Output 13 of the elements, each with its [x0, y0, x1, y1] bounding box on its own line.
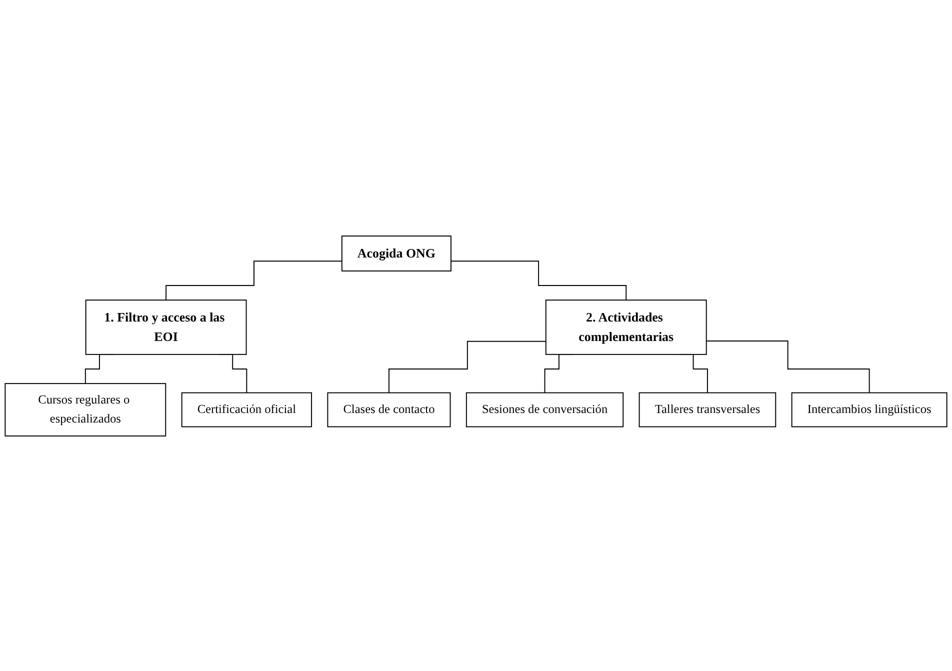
connector: [388, 340, 546, 393]
node-box: Cursos regulares o especializados: [4, 382, 166, 436]
node-box: Acogida ONG: [341, 235, 452, 271]
node-box: Sesiones de conversación: [466, 392, 624, 427]
connector: [166, 260, 342, 300]
node-box: 1. Filtro y acceso a las EOI: [85, 299, 247, 354]
node-box: Certificación oficial: [181, 392, 312, 427]
connector: [450, 260, 627, 300]
node-box: Talleres transversales: [638, 392, 776, 427]
connector: [706, 340, 870, 393]
node-box: 2. Actividades complementarias: [545, 299, 707, 354]
node-box: Intercambios lingüísticos: [791, 392, 948, 427]
node-box: Clases de contacto: [327, 392, 451, 427]
